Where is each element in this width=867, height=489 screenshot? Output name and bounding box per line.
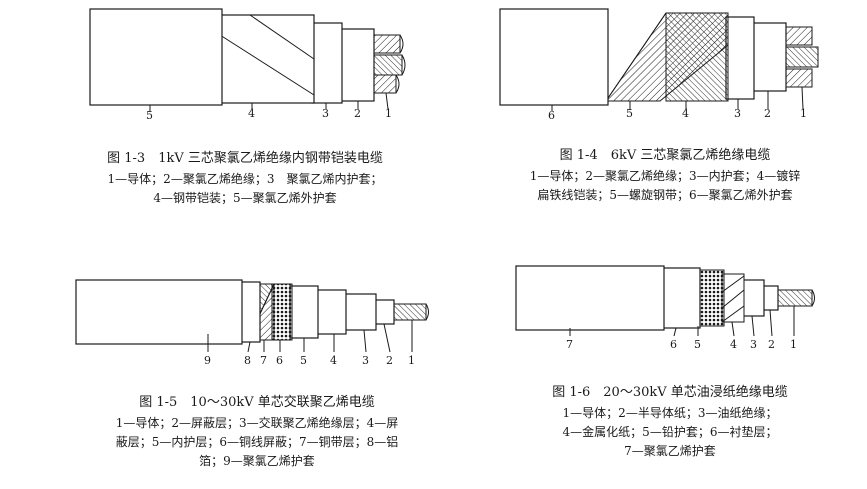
pvc-sheath bbox=[515, 265, 665, 331]
part-labels: 6 5 4 3 2 1 bbox=[548, 107, 807, 122]
part-label: 6 bbox=[670, 338, 677, 351]
insulation-screen bbox=[315, 289, 347, 335]
part-labels: 9 8 7 6 5 4 3 2 1 bbox=[204, 354, 415, 367]
legend-line: 蔽层；5—内护层；6—铜线屏蔽；7—铜带层；8—铝 bbox=[115, 435, 399, 449]
legend-line: 1—导体；2—聚氯乙烯绝缘；3—内护套；4—镀锌 bbox=[529, 169, 801, 183]
part-label: 3 bbox=[322, 107, 329, 120]
outer-sheath bbox=[89, 8, 223, 106]
part-label: 1 bbox=[408, 354, 415, 367]
armour-tape-lines bbox=[219, 14, 315, 96]
part-labels: 7 6 5 4 3 2 1 bbox=[566, 338, 797, 351]
caption-1-3: 图 1-3 1kV 三芯聚氯乙烯绝缘内钢带铠装电缆 1—导体；2—聚氯乙烯绝缘；… bbox=[50, 148, 440, 208]
leader-lines bbox=[149, 92, 389, 111]
legend-line: 1—导体；2—屏蔽层；3—交联聚乙烯绝缘层；4—屏 bbox=[115, 416, 399, 430]
part-label: 1 bbox=[790, 338, 797, 351]
part-label: 5 bbox=[694, 338, 701, 351]
pvc-insulation bbox=[339, 28, 375, 102]
part-label: 7 bbox=[566, 338, 573, 351]
legend-line: 1—导体；2—聚氯乙烯绝缘；3 聚氯乙烯内护套； bbox=[107, 172, 383, 186]
leader-lines bbox=[551, 86, 804, 111]
aluminium-foil bbox=[239, 281, 261, 343]
part-label: 5 bbox=[146, 109, 153, 122]
figure-title: 图 1-5 10～30kV 单芯交联聚乙烯电缆 bbox=[139, 395, 375, 410]
inner-sheath bbox=[725, 16, 755, 100]
caption-1-4: 图 1-4 6kV 三芯聚氯乙烯绝缘电缆 1—导体；2—聚氯乙烯绝缘；3—内护套… bbox=[480, 145, 850, 205]
legend-line: 1—导体；2—半导体纸；3—油纸绝缘； bbox=[562, 406, 778, 420]
xlpe-insulation bbox=[343, 293, 377, 331]
part-label: 3 bbox=[750, 338, 757, 351]
part-label: 4 bbox=[682, 107, 689, 120]
spiral-edge bbox=[605, 12, 667, 102]
inner-layer bbox=[289, 285, 319, 339]
conductor-end bbox=[811, 289, 815, 307]
metallized-paper-wrap bbox=[721, 275, 745, 323]
legend-line: 7—聚氯乙烯护套 bbox=[624, 444, 716, 458]
part-label: 2 bbox=[386, 354, 393, 367]
part-labels: 5 4 3 2 1 bbox=[146, 107, 392, 122]
lead-sheath bbox=[697, 269, 725, 327]
legend-line: 4—金属化纸；5—铅护套；6—衬垫层； bbox=[562, 425, 778, 439]
pvc-insulation bbox=[751, 22, 787, 92]
caption-1-6: 图 1-6 20～30kV 单芯油浸纸绝缘电缆 1—导体；2—半导体纸；3—油纸… bbox=[490, 382, 850, 461]
cable-diagram-1-6: 7 6 5 4 3 2 1 bbox=[515, 265, 815, 351]
part-label: 7 bbox=[260, 354, 267, 367]
legend-line: 4—钢带铠装；5—聚氯乙烯外护套 bbox=[153, 191, 337, 205]
conductor-end bbox=[425, 303, 429, 321]
part-label: 8 bbox=[244, 354, 251, 367]
part-label: 4 bbox=[330, 354, 337, 367]
figure-title: 图 1-3 1kV 三芯聚氯乙烯绝缘内钢带铠装电缆 bbox=[107, 151, 383, 166]
part-label: 4 bbox=[248, 107, 255, 120]
part-label: 4 bbox=[730, 338, 737, 351]
copper-wire-screen bbox=[271, 283, 293, 341]
leader-lines bbox=[207, 320, 413, 353]
cable-diagram-1-4: 6 5 4 3 2 1 bbox=[499, 8, 819, 122]
inner-sheath bbox=[311, 22, 343, 104]
legend-line: 扁铁线铠装；5—螺旋钢带；6—聚氯乙烯外护套 bbox=[537, 188, 793, 202]
part-label: 1 bbox=[385, 107, 392, 120]
part-label: 3 bbox=[734, 107, 741, 120]
cable-diagram-1-5: 9 8 7 6 5 4 3 2 1 bbox=[75, 279, 429, 367]
part-label: 3 bbox=[362, 354, 369, 367]
metallized-paper bbox=[721, 273, 745, 323]
part-label: 1 bbox=[800, 107, 807, 120]
pvc-outer-sheath bbox=[499, 8, 609, 106]
part-label: 6 bbox=[548, 109, 555, 122]
figure-title: 图 1-4 6kV 三芯聚氯乙烯绝缘电缆 bbox=[559, 148, 771, 163]
caption-1-5: 图 1-5 10～30kV 单芯交联聚乙烯电缆 1—导体；2—屏蔽层；3—交联聚… bbox=[62, 392, 452, 471]
pvc-sheath bbox=[75, 279, 243, 345]
part-label: 2 bbox=[768, 338, 775, 351]
part-label: 2 bbox=[354, 107, 361, 120]
legend-line: 箔；9—聚氯乙烯护套 bbox=[199, 454, 315, 468]
semicon-screen bbox=[373, 299, 395, 325]
part-label: 6 bbox=[276, 354, 283, 367]
part-label: 2 bbox=[764, 107, 771, 120]
cable-diagram-1-3: 5 4 3 2 1 bbox=[89, 8, 406, 122]
steel-tape-armour bbox=[219, 14, 315, 104]
part-label: 9 bbox=[204, 354, 211, 367]
conductor bbox=[775, 289, 813, 307]
leader-lines bbox=[569, 306, 795, 337]
part-label: 5 bbox=[626, 107, 633, 120]
part-label: 5 bbox=[300, 354, 307, 367]
oil-paper-insulation bbox=[741, 279, 765, 317]
figure-title: 图 1-6 20～30kV 单芯油浸纸绝缘电缆 bbox=[552, 385, 788, 400]
conductor bbox=[391, 303, 427, 321]
bedding-layer bbox=[661, 267, 701, 329]
